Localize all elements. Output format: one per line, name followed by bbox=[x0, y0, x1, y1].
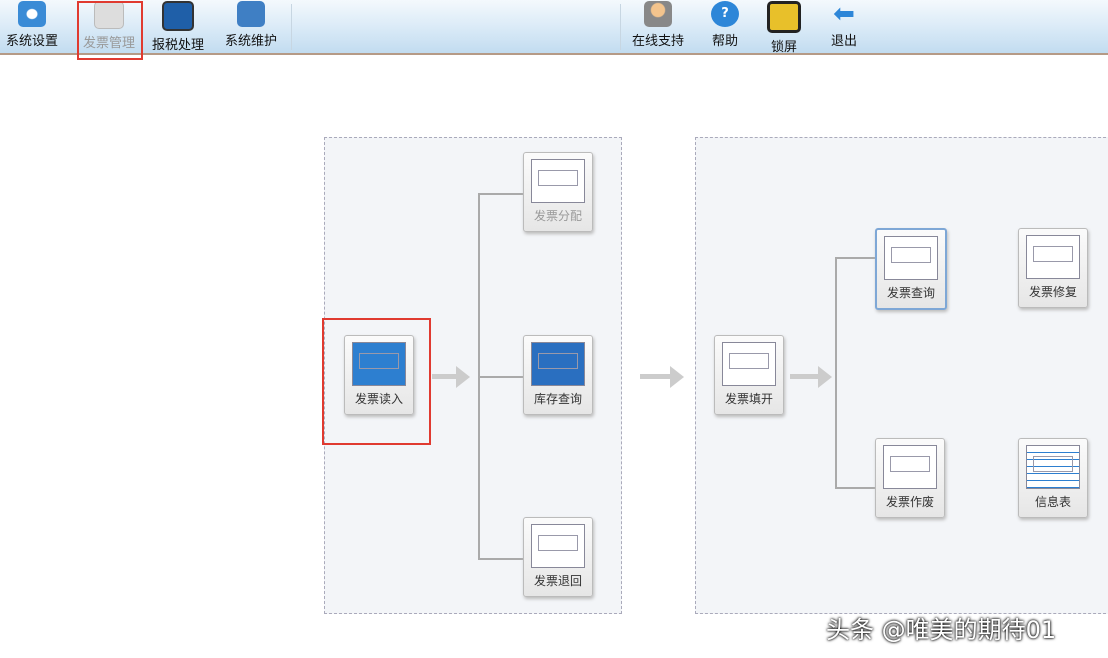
stock-query-button[interactable]: 库存查询 bbox=[523, 335, 593, 415]
arrow-right-icon bbox=[790, 366, 832, 388]
invoice-return-icon bbox=[531, 524, 585, 568]
tax-processing-button[interactable]: 报税处理 bbox=[146, 0, 210, 53]
arrow-right-icon bbox=[432, 366, 470, 388]
invoice-pen-icon bbox=[722, 342, 776, 386]
help-button[interactable]: ? 帮助 bbox=[704, 0, 746, 53]
invoice-query-button[interactable]: 发票查询 bbox=[875, 228, 947, 310]
highlight-box bbox=[322, 318, 431, 445]
invoice-management-button[interactable]: 发票管理 bbox=[78, 0, 140, 53]
label: 在线支持 bbox=[631, 34, 684, 49]
label: 信息表 bbox=[1034, 495, 1071, 509]
label: 锁屏 bbox=[770, 40, 797, 55]
label: 发票填开 bbox=[724, 392, 773, 406]
user-icon bbox=[644, 1, 672, 27]
arrow-right-icon bbox=[640, 366, 684, 388]
system-maintenance-button[interactable]: 系统维护 bbox=[218, 0, 284, 53]
label: 报税处理 bbox=[151, 38, 204, 53]
toolbar: 系统设置 发票管理 报税处理 系统维护 在线支持 ? 帮助 锁屏 ⬅ 退出 bbox=[0, 0, 1108, 60]
disk-icon bbox=[237, 1, 265, 27]
invoice-return-button[interactable]: 发票退回 bbox=[523, 517, 593, 597]
usb-import-icon bbox=[352, 342, 406, 386]
table-icon bbox=[1026, 445, 1080, 489]
label: 系统维护 bbox=[224, 34, 277, 49]
connector bbox=[478, 193, 523, 195]
label: 发票管理 bbox=[82, 36, 135, 51]
monitor-icon bbox=[162, 1, 194, 31]
connector bbox=[835, 257, 875, 259]
label: 发票查询 bbox=[886, 286, 935, 300]
lock-icon bbox=[767, 1, 801, 33]
invoice-allocate-button[interactable]: 发票分配 bbox=[523, 152, 593, 232]
gear-icon bbox=[18, 1, 46, 27]
divider bbox=[291, 4, 292, 50]
exit-button[interactable]: ⬅ 退出 bbox=[824, 0, 864, 53]
online-support-button[interactable]: 在线支持 bbox=[626, 0, 690, 53]
invoice-void-icon bbox=[883, 445, 937, 489]
lock-screen-button[interactable]: 锁屏 bbox=[764, 0, 804, 55]
invoice-forward-icon bbox=[531, 159, 585, 203]
connector bbox=[835, 257, 837, 488]
label: 退出 bbox=[830, 34, 857, 49]
monitor-search-icon bbox=[531, 342, 585, 386]
highlight-box bbox=[77, 1, 143, 60]
label: 发票读入 bbox=[354, 392, 403, 406]
invoice-repair-button[interactable]: 发票修复 bbox=[1018, 228, 1088, 308]
system-settings-button[interactable]: 系统设置 bbox=[0, 0, 64, 53]
label: 发票退回 bbox=[533, 574, 582, 588]
info-table-button[interactable]: 信息表 bbox=[1018, 438, 1088, 518]
invoice-issue-button[interactable]: 发票填开 bbox=[714, 335, 784, 415]
invoice-void-button[interactable]: 发票作废 bbox=[875, 438, 945, 518]
label: 发票分配 bbox=[533, 209, 582, 223]
label: 库存查询 bbox=[533, 392, 582, 406]
divider bbox=[620, 4, 621, 50]
watermark: 头条 @唯美的期待01 bbox=[826, 616, 1057, 644]
label: 发票作废 bbox=[885, 495, 934, 509]
connector bbox=[478, 558, 523, 560]
label: 系统设置 bbox=[5, 34, 58, 49]
invoice-repair-icon bbox=[1026, 235, 1080, 279]
connector bbox=[478, 376, 523, 378]
help-icon: ? bbox=[711, 1, 739, 27]
label: 帮助 bbox=[711, 34, 738, 49]
connector bbox=[835, 487, 875, 489]
invoice-search-icon bbox=[884, 236, 938, 280]
label: 发票修复 bbox=[1028, 285, 1077, 299]
arrow-left-icon: ⬅ bbox=[833, 0, 855, 29]
invoice-read-button[interactable]: 发票读入 bbox=[344, 335, 414, 415]
